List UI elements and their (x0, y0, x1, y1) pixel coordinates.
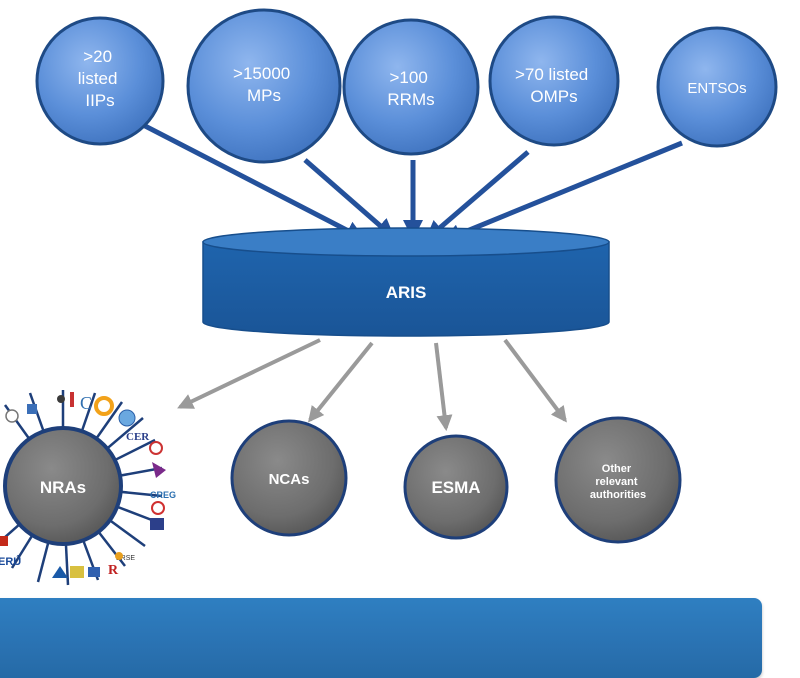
nras-label: NRAs (40, 478, 86, 497)
source-iips: >20 listed IIPs (35, 16, 165, 146)
logo-mark (27, 404, 37, 414)
logo-mark (57, 395, 65, 403)
svg-text:>100 RRMs: >100 RRMs (387, 68, 434, 109)
source-circle (35, 16, 165, 146)
logo-mark (118, 409, 136, 427)
source-circle (656, 26, 778, 148)
source-circle (186, 8, 342, 164)
aris-database: ARIS (202, 227, 610, 337)
source-entsos: ENTSOs (656, 26, 778, 148)
source-arrows (116, 109, 683, 244)
svg-text:NCAs: NCAs (269, 471, 310, 488)
source-circle (342, 18, 480, 156)
logo-eru: ERÚ (0, 555, 21, 568)
authority-label-line: authorities (590, 489, 646, 501)
authority-circle (230, 419, 348, 537)
database-body (202, 241, 610, 337)
source-label-line: MPs (247, 86, 281, 105)
source-label-line: listed (78, 69, 118, 88)
logo-mark: R (108, 563, 119, 578)
logo-cer: CER (126, 431, 150, 443)
authority-circle (403, 434, 509, 540)
logo-mark (151, 501, 165, 515)
authority-label-line: Other (602, 463, 632, 475)
logo-mark (152, 462, 166, 478)
logo-mark (149, 441, 163, 455)
regulator-logos: C CER CREG ERSE R ERÚ (0, 392, 176, 578)
source-omps: >70 listed OMPs (488, 15, 620, 147)
svg-text:>70 listed OMPs: >70 listed OMPs (515, 65, 593, 106)
logo-mark (94, 396, 114, 416)
authority-circle (554, 416, 682, 544)
database-label: ARIS (386, 283, 427, 302)
logo-mark (0, 536, 8, 546)
source-label-line: ENTSOs (687, 80, 746, 97)
source-label-line: >20 (83, 47, 112, 66)
svg-text:ENTSOs: ENTSOs (687, 80, 746, 97)
source-label-line: >15000 (233, 64, 290, 83)
logo-mark (52, 566, 68, 578)
source-circle (488, 15, 620, 147)
arrow-aris-to-ncas (307, 341, 374, 423)
database-top (202, 227, 610, 257)
source-label-line: IIPs (85, 91, 114, 110)
source-label-line: >100 (389, 68, 427, 87)
footer-banner (0, 598, 762, 678)
authority-nras: C CER CREG ERSE R ERÚ NRAs (0, 390, 176, 586)
logo-mark (5, 409, 19, 423)
logo-mark (88, 567, 100, 577)
logo-creg: CREG (150, 490, 176, 500)
authority-other: Other relevant authorities (554, 416, 682, 544)
svg-text:>20 listed IIPs: >20 listed IIPs (78, 47, 122, 110)
authority-label-line: ESMA (431, 478, 480, 497)
logo-mark (70, 566, 84, 578)
arrow-mps-to-aris (303, 158, 396, 239)
logo-mark (150, 518, 164, 530)
nras-circle (3, 426, 123, 546)
arrow-omps-to-aris (424, 150, 530, 241)
svg-text:ESMA: ESMA (431, 478, 480, 497)
arrow-aris-to-other (503, 338, 567, 423)
arrow-aris-to-esma (434, 342, 453, 432)
source-label-line: RRMs (387, 90, 434, 109)
source-rrms: >100 RRMs (342, 18, 480, 156)
aris-data-flow-diagram: >20 listed IIPs >15000 MPs >100 RRMs >70… (0, 8, 778, 586)
source-mps: >15000 MPs (186, 8, 342, 164)
arrow-aris-to-nras (177, 338, 321, 409)
logo-mark (70, 392, 74, 407)
logo-erse: ERSE (116, 555, 135, 562)
authority-label-line: relevant (595, 476, 638, 488)
svg-text:>15000 MPs: >15000 MPs (233, 64, 295, 105)
source-label-line: OMPs (530, 87, 577, 106)
logo-mark: C (80, 393, 92, 413)
arrow-iips-to-aris (116, 109, 366, 241)
authority-arrows (177, 338, 567, 432)
authority-label-line: NCAs (269, 471, 310, 488)
svg-text:Other relevant aut: Other relevant authorities (590, 463, 646, 501)
authority-ncas: NCAs (230, 419, 348, 537)
arrow-entsos-to-aris (441, 140, 683, 244)
source-label-line: >70 listed (515, 65, 588, 84)
authority-esma: ESMA (403, 434, 509, 540)
logo-mark (115, 552, 123, 560)
